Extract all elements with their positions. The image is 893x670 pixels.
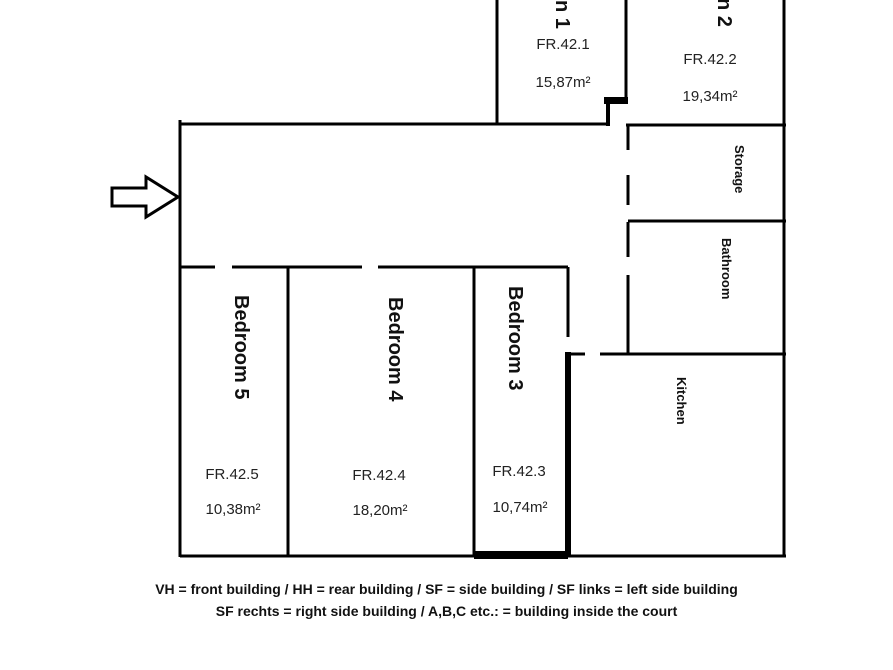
bedroom3-area: 10,74m² [492, 499, 547, 516]
storage-label: Storage [732, 145, 747, 193]
room1-code: FR.42.1 [536, 36, 589, 53]
bedroom4-code: FR.42.4 [352, 467, 405, 484]
bathroom-label: Bathroom [719, 238, 734, 299]
room1-name: n 1 [551, 0, 573, 29]
bedroom4-name: Bedroom 4 [384, 297, 406, 402]
room2-name: n 2 [713, 0, 735, 27]
bedroom5-name: Bedroom 5 [230, 295, 252, 399]
bedroom5-area: 10,38m² [205, 501, 260, 518]
room1-area: 15,87m² [535, 74, 590, 91]
kitchen-label: Kitchen [674, 377, 689, 425]
bedroom5-code: FR.42.5 [205, 466, 258, 483]
bedroom3-code: FR.42.3 [492, 463, 545, 480]
bedroom4-area: 18,20m² [352, 502, 407, 519]
legend-line-1: VH = front building / HH = rear building… [155, 581, 738, 597]
room2-code: FR.42.2 [683, 51, 736, 68]
room2-area: 19,34m² [682, 88, 737, 105]
walls [178, 0, 786, 558]
legend-line-2: SF rechts = right side building / A,B,C … [215, 603, 678, 619]
bedroom3-name: Bedroom 3 [504, 286, 526, 390]
entrance-arrow-icon [110, 174, 181, 220]
